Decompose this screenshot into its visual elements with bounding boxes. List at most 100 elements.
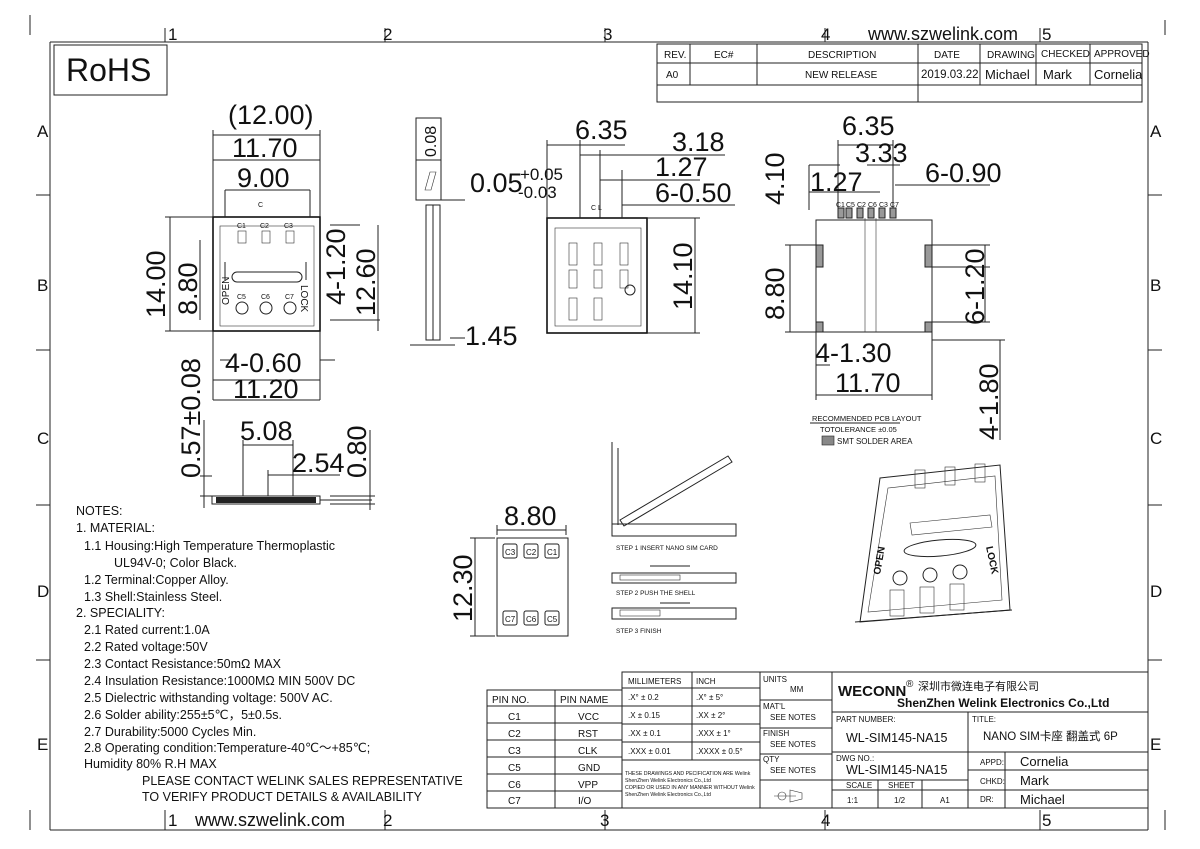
- tb-dr-label: DR:: [980, 795, 994, 804]
- notes-line-5: 1.3 Shell:Stainless Steel.: [84, 590, 222, 604]
- rohs-box: [53, 44, 168, 96]
- top-label-c5: C5: [237, 294, 246, 301]
- card-pin-c2: C2: [526, 548, 537, 557]
- card-pin-c6: C6: [526, 615, 537, 624]
- pcb-dim-4-1-30: 4-1.30: [815, 338, 892, 368]
- tol-row-4-mm: .XXX ± 0.01: [628, 747, 671, 756]
- pcb-pin-c2: C2: [857, 202, 866, 209]
- rohs-label: RoHS: [66, 52, 151, 88]
- dim-14-00: 14.00: [141, 250, 171, 318]
- tb-appd-label: APPD:: [980, 758, 1004, 767]
- tol-header-mm: MILLIMETERS: [628, 677, 681, 686]
- zone-row-d: D: [37, 582, 49, 601]
- zone-row-a-right: A: [1150, 122, 1162, 141]
- tb-matl: SEE NOTES: [770, 713, 816, 722]
- pcb-layout-title: RECOMMENDED PCB LAYOUT: [812, 414, 922, 423]
- zone-col-2-bottom: 2: [383, 811, 392, 830]
- rev-header-approved: APPROVED: [1094, 49, 1150, 60]
- pin-row-2-name: RST: [578, 729, 598, 740]
- notes-line-9: 2.3 Contact Resistance:50mΩ MAX: [84, 657, 282, 671]
- front-view: [546, 140, 735, 334]
- dim-12-60: 12.60: [351, 248, 381, 316]
- dim-0-08: 0.08: [423, 126, 440, 157]
- pcb-dim-8-80: 8.80: [760, 267, 790, 320]
- top-label-lock: LOCK: [298, 285, 309, 313]
- zone-col-1-bottom: 1: [168, 811, 177, 830]
- tol-row-3-mm: .XX ± 0.1: [628, 729, 661, 738]
- website-top: www.szwelink.com: [867, 24, 1018, 44]
- notes-line-12: 2.6 Solder ability:255±5℃，5±0.5s.: [84, 708, 282, 722]
- rev-header-ec: EC#: [714, 50, 734, 61]
- dim-6-35: 6.35: [575, 115, 628, 145]
- pin-row-4-no: C5: [508, 763, 521, 774]
- top-label-c2: C2: [260, 223, 269, 230]
- dim-2-54: 2.54: [292, 448, 345, 478]
- rev-header-drawing: DRAWING: [987, 50, 1035, 61]
- dim-0-80: 0.80: [342, 425, 372, 478]
- step-illustrations: [611, 442, 737, 620]
- pin-row-1-name: VCC: [578, 712, 599, 723]
- nano-sim-card: [470, 525, 569, 637]
- dim-11-70: 11.70: [232, 133, 298, 163]
- card-pin-c5: C5: [547, 615, 558, 624]
- dim-4-1-20: 4-1.20: [321, 228, 351, 305]
- tb-chkd: Mark: [1020, 773, 1049, 788]
- rev-value-date: 2019.03.22: [921, 69, 979, 81]
- tb-scale-label: SCALE: [846, 781, 872, 790]
- pcb-pin-c6: C6: [868, 202, 877, 209]
- title-block: [759, 671, 1149, 809]
- rev-value-description: NEW RELEASE: [805, 70, 878, 81]
- pcb-pin-c7: C7: [890, 202, 899, 209]
- zone-row-e: E: [37, 735, 48, 754]
- zone-col-4: 4: [821, 25, 830, 44]
- notes-line-2: 1.1 Housing:High Temperature Thermoplast…: [84, 539, 335, 553]
- tb-units: MM: [790, 685, 804, 694]
- tol-row-1-mm: .X° ± 0.2: [628, 693, 659, 702]
- dim-5-08: 5.08: [240, 416, 293, 446]
- top-label-c7: C7: [285, 294, 294, 301]
- tb-sheet-label: SHEET: [888, 781, 915, 790]
- notes: NOTES: 1. MATERIAL: 1.1 Housing:High Tem…: [76, 504, 463, 804]
- pin-row-5-no: C6: [508, 780, 521, 791]
- pin-header-name: PIN NAME: [560, 695, 609, 706]
- rev-header-checked: CHECKED: [1041, 49, 1090, 60]
- tb-qty: SEE NOTES: [770, 766, 816, 775]
- pin-row-5-name: VPP: [578, 780, 598, 791]
- card-pin-c1: C1: [547, 548, 558, 557]
- tol-row-2-inch: .XX ± 2°: [696, 711, 725, 720]
- pcb-dim-6-0-90: 6-0.90: [925, 158, 1002, 188]
- tb-brand-logo: WECONN: [838, 683, 906, 700]
- dim-4-0-60: 4-0.60: [225, 348, 302, 378]
- side-view: [410, 117, 465, 346]
- notes-line-10: 2.4 Insulation Resistance:1000MΩ MIN 500…: [84, 674, 355, 688]
- notes-line-4: 1.2 Terminal:Copper Alloy.: [84, 573, 229, 587]
- tb-finish-label: FINISH: [763, 729, 789, 738]
- notes-line-1: 1. MATERIAL:: [76, 521, 155, 535]
- zone-row-b-right: B: [1150, 276, 1161, 295]
- top-label-open: OPEN: [221, 277, 232, 305]
- dim-3-18: 3.18: [672, 127, 725, 157]
- dim-0-57: 0.57±0.08: [176, 358, 206, 478]
- notes-line-16: PLEASE CONTACT WELINK SALES REPRESENTATI…: [142, 774, 463, 788]
- pin-row-2-no: C2: [508, 729, 521, 740]
- card-dim-12-30: 12.30: [448, 554, 478, 622]
- pin-row-4-name: GND: [578, 763, 600, 774]
- dim-8-80: 8.80: [173, 262, 203, 315]
- zone-col-5-bottom: 5: [1042, 811, 1051, 830]
- pcb-layout: [785, 140, 1005, 440]
- tb-part-number-label: PART NUMBER:: [836, 715, 896, 724]
- zone-row-c-right: C: [1150, 429, 1162, 448]
- bottom-view: [200, 420, 375, 510]
- pcb-pin-c3: C3: [879, 202, 888, 209]
- pcb-pin-c1: C1: [836, 202, 845, 209]
- pcb-dim-4-1-80: 4-1.80: [974, 363, 1004, 440]
- notes-line-17: TO VERIFY PRODUCT DETAILS & AVAILABILITY: [142, 790, 423, 804]
- notes-line-6: 2. SPECIALITY:: [76, 606, 165, 620]
- tol-row-1-inch: .X° ± 5°: [696, 693, 723, 702]
- zone-col-3-bottom: 3: [600, 811, 609, 830]
- pin-row-1-no: C1: [508, 712, 521, 723]
- zone-col-4-bottom: 4: [821, 811, 830, 830]
- card-pin-c7: C7: [505, 615, 516, 624]
- pin-header-no: PIN NO.: [492, 695, 529, 706]
- tb-qty-label: QTY: [763, 755, 780, 764]
